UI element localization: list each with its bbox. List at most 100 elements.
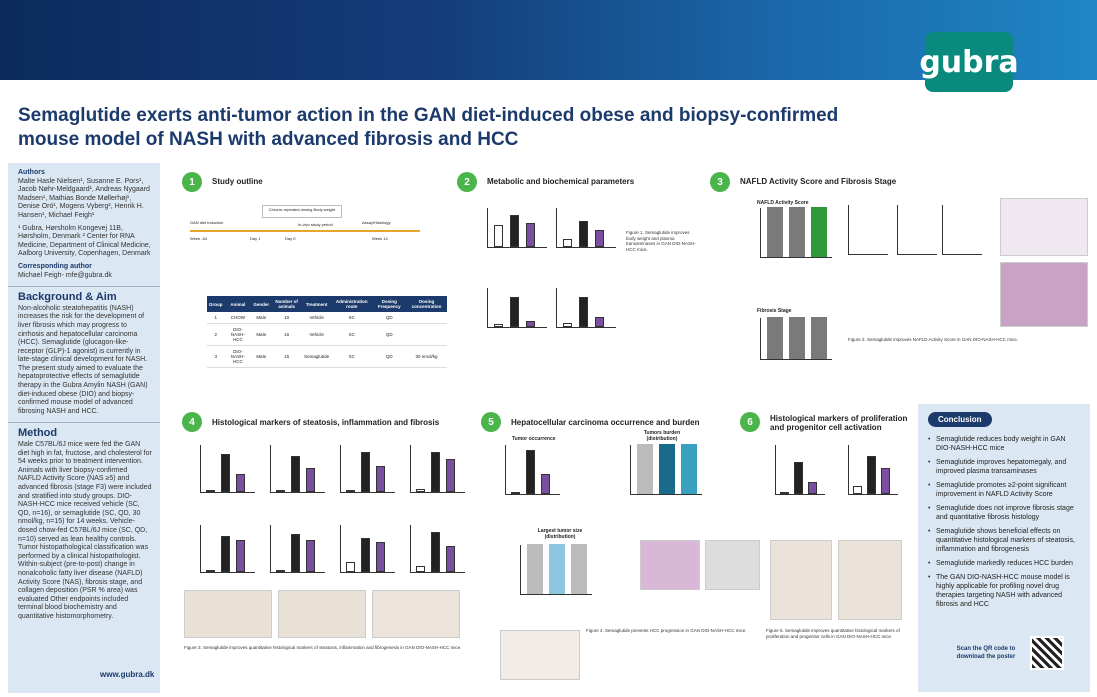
conclusion-item: Semaglutide shows beneficial effects on … [928, 527, 1080, 554]
timeline-study-period: In-vivo study period [298, 222, 333, 227]
bar-semaglutide [811, 207, 827, 257]
bar-semaglutide [808, 482, 817, 494]
table-cell: 2 [207, 323, 225, 346]
chart-asma [410, 525, 465, 573]
chart-body-weight [487, 208, 547, 248]
table-cell: QD [372, 323, 407, 346]
study-design-table: Group Animal Gender Number of animals Tr… [207, 296, 447, 368]
bar-chow [511, 492, 520, 494]
website-link[interactable]: www.gubra.dk [100, 670, 155, 679]
chart-tumor-occurrence [505, 445, 560, 495]
bar-chow [206, 490, 215, 492]
table-cell: 30 nmol/kg [406, 345, 447, 368]
bar-vehicle [291, 534, 300, 572]
table-cell [406, 312, 447, 324]
background-text: Non-alcoholic steatohepatitis (NASH) inc… [18, 304, 148, 415]
left-column: Authors Malte Hasle Nielsen¹, Susanne E.… [8, 163, 160, 693]
figure-1-caption: Figure 1. Semaglutide improves body weig… [626, 230, 696, 252]
chart-largest-tumor [520, 544, 592, 595]
header-banner [0, 0, 1097, 80]
column-header: Dosing concentration [406, 296, 447, 312]
bar-semaglutide [881, 468, 890, 494]
bar-semaglutide [236, 474, 245, 492]
table-cell: 10 [271, 312, 303, 324]
section-4-number: 4 [182, 412, 202, 432]
chart-galectin3 [340, 445, 395, 493]
histology-image-asma [372, 590, 460, 638]
timeline-day1: Day 1 [250, 236, 261, 241]
section-2-number: 2 [457, 172, 477, 192]
bar-vehicle [794, 462, 803, 494]
qr-code[interactable] [1030, 636, 1064, 670]
method-text: Male C57BL/6J mice were fed the GAN diet… [18, 441, 152, 620]
bar-vehicle [221, 536, 230, 572]
section-5-number: 5 [481, 412, 501, 432]
section-1-number: 1 [182, 172, 202, 192]
bar-vehicle [659, 444, 675, 494]
timeline-axis [190, 230, 420, 232]
timeline-week-start: Week -54 [190, 236, 208, 241]
bar-chow [853, 486, 862, 494]
table-cell: Vehicle [302, 323, 332, 346]
bar-semaglutide [595, 230, 604, 247]
largest-tumor-title: Largest tumor size (distribution) [537, 528, 583, 540]
column-header: Group [207, 296, 225, 312]
figure-5-caption: Figure 5. Semaglutide improves quantitat… [766, 628, 900, 639]
section-3-number: 3 [710, 172, 730, 192]
column-header: Dosing Frequency [372, 296, 407, 312]
column-header: Administration route [331, 296, 373, 312]
timeline-assay-label: Assay/Histology [362, 220, 391, 225]
bar-semaglutide [811, 317, 827, 359]
table-header-row: Group Animal Gender Number of animals Tr… [207, 296, 447, 312]
chart-liver-weight [556, 208, 616, 248]
bar-vehicle [221, 454, 230, 492]
affiliations: ¹ Gubra, Hørsholm Kongevej 11B, Hørsholm… [18, 224, 151, 258]
figure-4-caption: Figure 4. Semaglutide prevents HCC progr… [586, 628, 747, 633]
chart-nas-pre-post-vehicle [897, 205, 937, 255]
table-cell: CHOW [224, 312, 252, 324]
conclusion-panel: Conclusion Semaglutide reduces body weig… [918, 404, 1090, 692]
qr-instructions: Scan the QR code to download the poster [956, 646, 1016, 660]
histology-image-he [640, 540, 700, 590]
column-header: Treatment [302, 296, 332, 312]
table-cell: Male [251, 345, 272, 368]
table-cell: Vehicle [302, 312, 332, 324]
bar-vehicle [526, 450, 535, 494]
timeline-dosing-box: Chronic repeated dosing Body weight [262, 205, 342, 218]
bar-vehicle [867, 456, 876, 494]
bar-chow [494, 225, 503, 247]
bar-vehicle [291, 456, 300, 492]
chart-collagen [270, 525, 325, 573]
bar-semaglutide [446, 546, 455, 572]
bar-vehicle [431, 452, 440, 492]
chart-tumor-burden [630, 444, 702, 495]
figure-2-caption: Figure 2. Semaglutide improves NAFLD Act… [848, 337, 1019, 342]
bar-vehicle [789, 317, 805, 359]
bar-chow [527, 544, 543, 594]
chart-ck19 [848, 445, 898, 495]
bar-chow [767, 207, 783, 257]
bar-vehicle [579, 297, 588, 327]
corresponding-author[interactable]: Michael Feigh- mfe@gubra.dk [18, 271, 112, 279]
table-cell: SC [331, 323, 373, 346]
background-heading: Background & Aim [18, 291, 117, 304]
table-cell: QD [372, 345, 407, 368]
conclusion-list: Semaglutide reduces body weight in GAN D… [928, 435, 1080, 609]
bar-semaglutide [595, 317, 604, 327]
tumor-burden-title: Tumors burden (distribution) [643, 430, 681, 442]
histology-image-picro [1000, 262, 1088, 327]
corresponding-heading: Corresponding author [18, 262, 92, 270]
timeline-diet-label: GAN diet induction [190, 220, 224, 225]
histology-image-galectin [184, 590, 272, 638]
poster-title: Semaglutide exerts anti-tumor action in … [18, 105, 839, 150]
table-cell: SC [331, 312, 373, 324]
section-2-title: Metabolic and biochemical parameters [487, 177, 635, 186]
bar-semaglutide [571, 544, 587, 594]
bar-semaglutide [376, 466, 385, 492]
chart-ast [556, 288, 616, 328]
timeline-day0: Day 0 [285, 236, 296, 241]
bar-semaglutide [306, 540, 315, 572]
method-heading: Method [18, 427, 58, 440]
timeline-week14: Week 14 [372, 236, 388, 241]
